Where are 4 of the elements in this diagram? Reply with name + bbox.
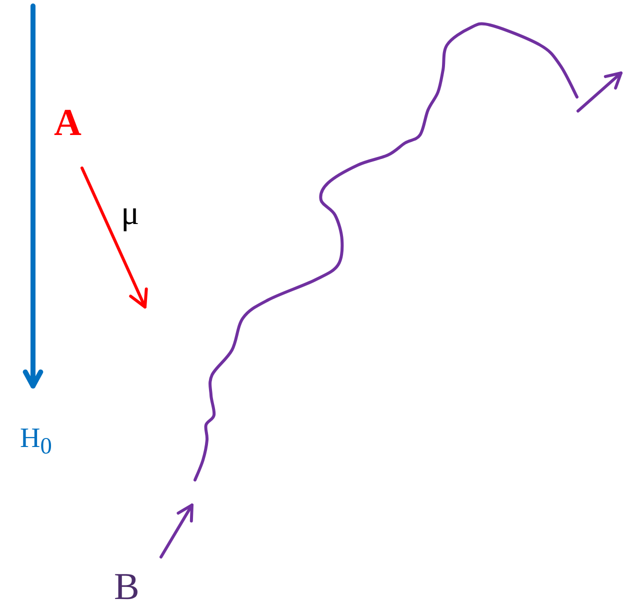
field-label: H$_{0}$ — [20, 425, 52, 459]
point-label: A — [54, 104, 82, 142]
point-label: B — [114, 568, 140, 606]
moment-label: μ — [121, 197, 140, 231]
